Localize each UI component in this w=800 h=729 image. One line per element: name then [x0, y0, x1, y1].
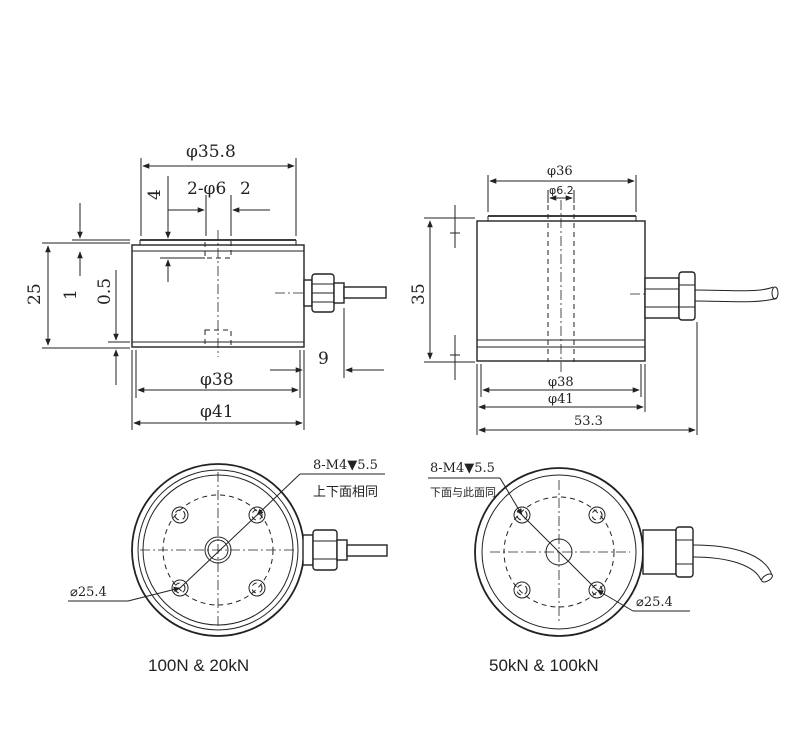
dim-9: 9: [318, 349, 329, 369]
mounting-holes-small: [171, 506, 266, 597]
mounting-holes-large: [513, 506, 606, 599]
pcd-note-small: ⌀25.4: [70, 585, 107, 600]
top-connector-small: [302, 529, 388, 571]
side-view-small: φ35.8 2-φ6 2 4 25 1 0.5 φ38: [25, 142, 387, 430]
dim-holes: 2-φ6: [187, 179, 226, 199]
dim-0-5: 0.5: [95, 278, 115, 305]
dim-height-35: 35: [409, 283, 429, 305]
dim-4: 4: [145, 189, 165, 200]
thread-note-large: 8-M4▼5.5: [430, 461, 495, 476]
dim-1: 1: [61, 289, 81, 300]
dim-dia-38: φ38: [200, 370, 234, 390]
dim-height-25: 25: [25, 283, 45, 305]
top-view-small: 8-M4▼5.5 上下面相同 ⌀25.4 100N & 20kN: [68, 458, 388, 675]
same-face-note-large: 下面与此面同: [430, 486, 496, 499]
dim-dia-41-large: φ41: [548, 392, 574, 407]
dim-dia-38-large: φ38: [548, 375, 574, 390]
dim-dia-6-2: φ6.2: [549, 184, 574, 197]
side-view-large: φ36 φ6.2 35 φ38 φ41 53.3: [409, 164, 779, 435]
caption-large: 50kN & 100kN: [489, 656, 599, 675]
pcd-note-large: ⌀25.4: [636, 595, 673, 610]
cable-connector-large: [644, 271, 779, 321]
caption-small: 100N & 20kN: [148, 656, 249, 675]
cable-connector-small: [303, 273, 387, 313]
dim-2: 2: [240, 179, 251, 199]
dim-dia-36: φ36: [547, 164, 573, 179]
sensor-body-small: [131, 244, 305, 348]
thread-note-small: 8-M4▼5.5: [313, 458, 378, 473]
dim-dia-35-8: φ35.8: [186, 142, 236, 162]
top-view-large: 8-M4▼5.5 下面与此面同 ⌀25.4 50kN & 100kN: [428, 461, 773, 675]
same-face-note-small: 上下面相同: [313, 485, 378, 500]
dim-width-53-3: 53.3: [574, 414, 603, 429]
dim-dia-41: φ41: [200, 402, 234, 422]
top-connector-large: [642, 526, 773, 583]
